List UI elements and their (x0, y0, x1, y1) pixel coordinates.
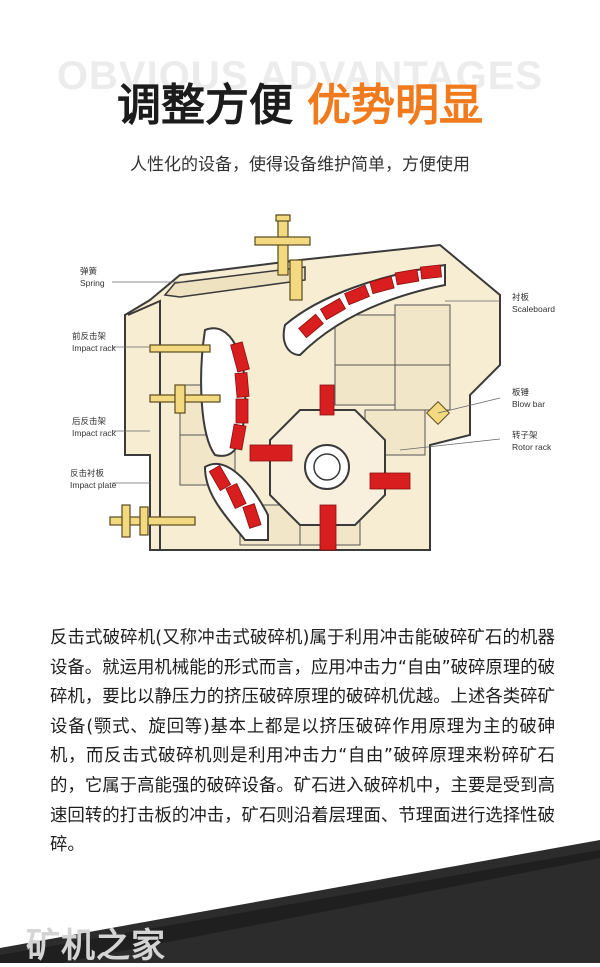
blow-bar-right (369, 472, 411, 490)
label-rear-impact-rack: 后反击架 Impact rack (72, 417, 116, 438)
label-impact-plate: 反击衬板 Impact plate (70, 469, 117, 490)
left-wall (127, 299, 161, 550)
label-spring: 弹簧 Spring (80, 267, 105, 288)
label-rotor-rack: 转子架 Rotor rack (512, 431, 552, 452)
crusher-diagram: 弹簧 Spring 前反击架 Impact rack 后反击架 Impact r… (0, 205, 600, 590)
rotor (249, 384, 411, 551)
upper-impact-rack (282, 263, 446, 357)
label-scaleboard: 衬板 Scaleboard (512, 293, 556, 314)
background-word: OBVIOUS ADVANTAGES (56, 54, 544, 98)
front-rack-liners (229, 341, 250, 451)
rear-rack-liners (208, 464, 262, 529)
top-adjusting-screw (254, 214, 311, 301)
blow-bar-top (319, 384, 335, 416)
crusher-drawing (109, 214, 501, 551)
subtitle: 人性化的设备，使得设备维护简单，方便使用 (130, 155, 470, 175)
headline-dark: 调整方便 (117, 80, 293, 131)
upper-rack-liners (298, 264, 443, 339)
blow-bar-bottom (319, 504, 337, 551)
headline: 调整方便优势明显 (0, 78, 600, 134)
body-paragraph: 反击式破碎机(又称冲击式破碎机)属于利用冲击能破碎矿石的机器设备。就运用机械能的… (50, 628, 555, 856)
headline-accent: 优势明显 (307, 80, 483, 131)
side-adjusting-rods (109, 344, 221, 538)
watermark: 矿机之家 (26, 926, 166, 966)
label-front-impact-rack: 前反击架 Impact rack (72, 332, 116, 353)
blow-bar-left (249, 444, 293, 462)
leader-lines (112, 281, 501, 484)
feed-chute (163, 266, 306, 298)
label-blow-bar: 板锤 Blow bar (512, 388, 546, 409)
